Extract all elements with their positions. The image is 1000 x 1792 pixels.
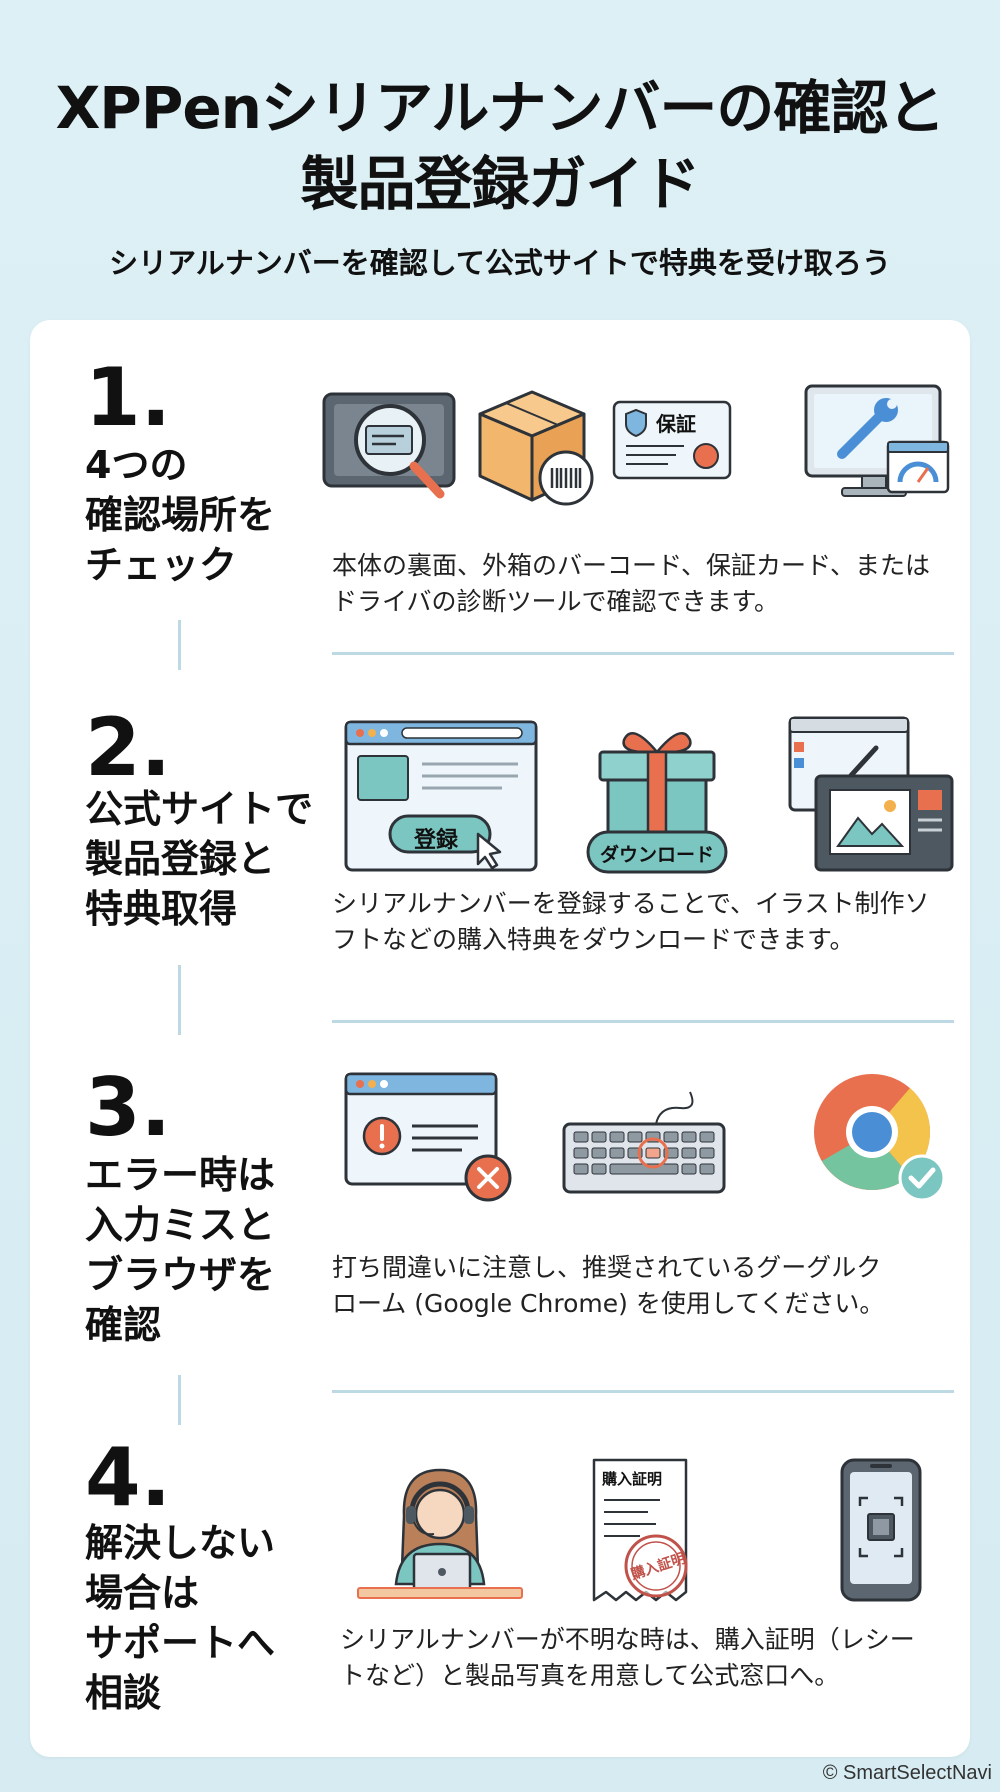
download-label: ダウンロード [600, 844, 715, 866]
step-title: 4つの 確認場所を チェック [85, 440, 325, 590]
support-agent-icon [357, 1468, 523, 1599]
step-desc-line: 本体の裏面、外箱のバーコード、保証カード、または [332, 551, 931, 580]
step-desc-line: シリアルナンバーが不明な時は、購入証明（レシー [340, 1625, 915, 1654]
register-button-label: 登録 [414, 828, 459, 853]
gift-download-icon: ダウンロード [582, 722, 732, 882]
step-title-line: チェック [85, 543, 238, 587]
step-number: 2. [85, 701, 172, 794]
step-desc-line: ローム (Google Chrome) を使用してください。 [332, 1289, 885, 1318]
step-divider [332, 1390, 954, 1393]
step-title-line: 確認 [85, 1303, 162, 1347]
step-title: エラー時は 入力ミスと ブラウザを 確認 [85, 1150, 325, 1350]
step-desc-line: 打ち間違いに注意し、推奨されているグーグルク [332, 1253, 882, 1282]
step-title-line: 特典取得 [85, 887, 238, 931]
step-connector [178, 965, 181, 1035]
receipt-icon: 購入証明 購入証明 [590, 1456, 700, 1606]
title-line-2: 製品登録ガイド [300, 150, 700, 218]
step-title-line: 場合は [85, 1571, 200, 1615]
step-title-line: 相談 [85, 1671, 162, 1715]
step-number: 4. [85, 1431, 172, 1524]
step-desc-line: トなど）と製品写真を用意して公式窓口へ。 [340, 1661, 840, 1690]
step-divider [332, 1020, 954, 1023]
browser-register-icon: 登録 [342, 718, 542, 878]
warranty-card-icon: 保証 [612, 400, 732, 480]
step-title-line: サポートへ [85, 1621, 276, 1665]
step-title-line: 製品登録と [85, 837, 276, 881]
receipt-title: 購入証明 [602, 1470, 663, 1488]
step-description: シリアルナンバーを登録することで、イラスト制作ソ フトなどの購入特典をダウンロー… [332, 886, 972, 958]
step-title-line: 4つの [85, 443, 188, 487]
step-divider [332, 652, 954, 655]
step-title: 公式サイトで 製品登録と 特典取得 [85, 784, 325, 934]
step-description: 本体の裏面、外箱のバーコード、保証カード、または ドライバの診断ツールで確認でき… [332, 548, 972, 620]
step-title-line: ブラウザを [85, 1253, 276, 1297]
step-number: 3. [85, 1061, 172, 1154]
step-title-line: 入力ミスと [85, 1203, 276, 1247]
step-desc-line: フトなどの購入特典をダウンロードできます。 [332, 925, 855, 954]
step-description: シリアルナンバーが不明な時は、購入証明（レシー トなど）と製品写真を用意して公式… [340, 1622, 980, 1694]
step-title-line: 解決しない [85, 1521, 276, 1565]
copyright: © SmartSelectNavi [822, 1762, 992, 1784]
tablet-magnifier-icon [322, 392, 456, 499]
step-title-line: 確認場所を [85, 493, 276, 537]
step-title-line: エラー時は [85, 1153, 276, 1197]
step-desc-line: ドライバの診断ツールで確認できます。 [332, 587, 780, 616]
step-connector [178, 620, 181, 670]
page-subtitle: シリアルナンバーを確認して公式サイトで特典を受け取ろう [109, 246, 891, 280]
step-number: 1. [85, 351, 172, 444]
step-connector [178, 1375, 181, 1425]
title-line-1: XPPenシリアルナンバーの確認と [55, 74, 946, 142]
step-desc-line: シリアルナンバーを登録することで、イラスト制作ソ [332, 889, 930, 918]
keyboard-icon [562, 1091, 726, 1194]
step-title: 解決しない 場合は サポートへ 相談 [85, 1518, 325, 1718]
monitor-wrench-icon [804, 384, 950, 497]
step-title-line: 公式サイトで [85, 787, 314, 831]
box-barcode-icon [478, 390, 594, 506]
guide-card: 1. 4つの 確認場所を チェック [30, 320, 970, 1757]
browser-error-icon [344, 1072, 512, 1202]
chrome-check-icon [814, 1074, 946, 1202]
page-title: XPPenシリアルナンバーの確認と 製品登録ガイド [0, 70, 1000, 222]
smartphone-photo-icon [840, 1458, 922, 1602]
step-description: 打ち間違いに注意し、推奨されているグーグルク ローム (Google Chrom… [332, 1250, 972, 1322]
software-windows-icon [788, 716, 954, 872]
warranty-card-label: 保証 [656, 412, 696, 436]
